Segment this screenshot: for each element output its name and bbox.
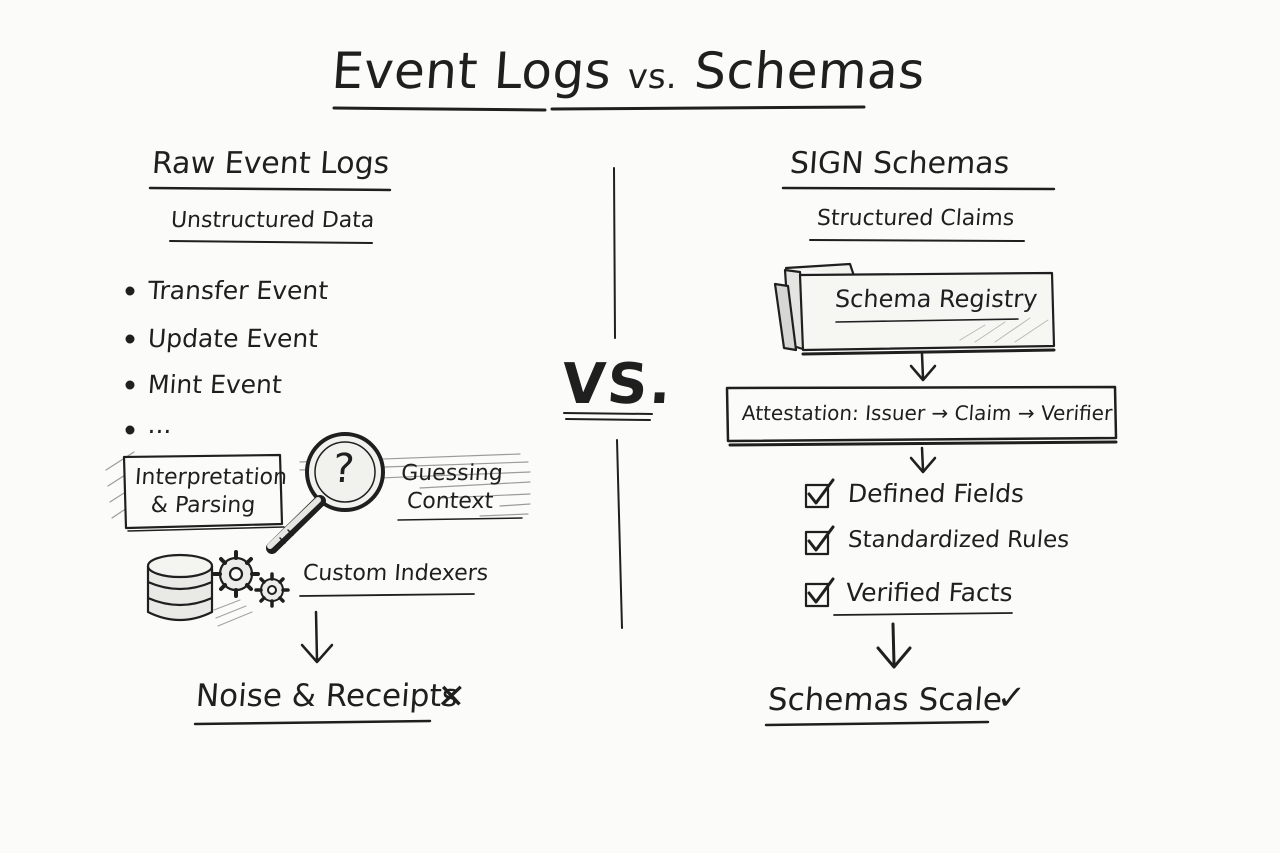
database-icon [146,553,214,622]
magnifying-glass-icon [266,432,385,554]
custom-indexers-label: Custom Indexers [302,561,490,586]
title-underline [332,105,866,112]
center-divider-top [613,167,616,339]
left-heading: Raw Event Logs [150,146,391,181]
interpretation-label-line1: Interpretation [134,465,288,490]
arrow-down-icon [909,352,937,382]
event-item-transfer: Transfer Event [146,276,330,305]
center-vs-label: VS. [559,352,676,417]
guessing-context-label: Guessing Context [394,460,508,516]
right-sub-underline [809,239,1025,242]
checkbox-icon [804,478,835,509]
arrow-down-icon [300,610,334,664]
left-sub-underline [169,240,373,244]
right-heading-underline [781,186,1056,191]
bullet-dot [125,334,135,344]
bullet-dot [125,425,135,435]
checkbox-icon [804,577,835,608]
event-item-update: Update Event [146,324,320,353]
left-result-label: Noise & Receipts [194,678,460,714]
checkmark-icon: ✓ [995,678,1027,718]
right-heading: SIGN Schemas [788,146,1011,181]
gear-icon [254,572,290,608]
hatch-shading-db [213,599,253,627]
guessing-label-line2: Context [406,489,495,514]
interpretation-label-line2: & Parsing [149,493,257,518]
hatch-shading-folder [959,317,1049,343]
right-subheading: Structured Claims [816,206,1016,231]
event-item-ellipsis: ... [146,410,173,439]
check-item-standardized-rules: Standardized Rules [847,527,1071,553]
checkbox-icon [804,525,835,556]
bullet-dot [125,286,135,296]
title-vs: vs. [626,57,680,97]
guessing-label-line1: Guessing [400,461,504,486]
left-heading-underline [148,186,392,192]
attestation-label: Attestation: Issuer → Claim → Verifier [741,401,1114,425]
title-left: Event Logs [329,42,614,100]
check-item-defined-fields: Defined Fields [846,479,1026,508]
interpretation-label: Interpretation & Parsing [132,464,288,520]
center-divider-bottom [616,439,623,629]
page-title: Event Logs vs. Schemas [330,42,927,100]
left-subheading: Unstructured Data [170,208,376,233]
bullet-dot [125,380,135,390]
check-item-verified-facts: Verified Facts [844,578,1014,607]
arrow-down-icon [876,622,912,669]
schema-registry-label: Schema Registry [834,285,1039,313]
bullet-group [125,286,135,435]
arrow-down-icon [909,446,937,474]
gear-icon [212,550,260,598]
right-result-label: Schemas Scale [766,682,1004,718]
event-item-mint: Mint Event [146,370,283,399]
question-mark: ? [331,446,356,492]
title-right: Schemas [692,42,928,100]
cross-icon: ✕ [435,677,467,717]
